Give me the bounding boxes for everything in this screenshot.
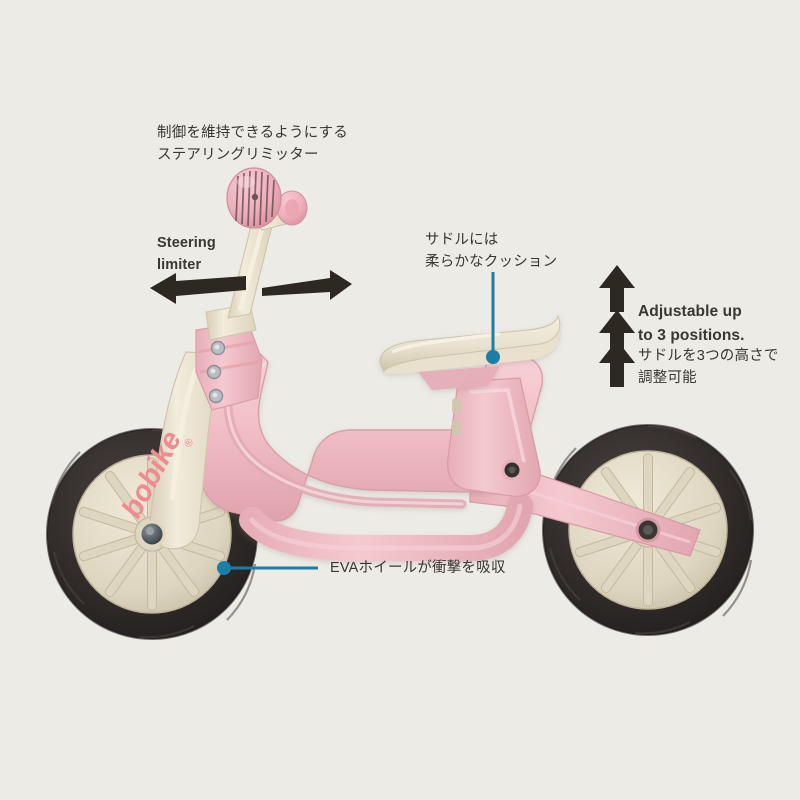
eva-wheel-jp-text: EVAホイールが衝撃を吸収 [330,557,506,579]
double-headed-horizontal-arrow-icon [150,270,352,304]
steering-limiter-jp-line2: ステアリングリミッター [157,147,319,164]
saddle-leader-line [486,272,500,364]
saddle-cushion-jp-text: サドルには柔らかなクッション [425,229,557,274]
saddle-cushion-jp-line2: 柔らかなクッション [425,254,558,271]
seat-adjust-jp-text: サドルを3つの高さで調整可能 [638,345,779,390]
steering-limiter-en-line1: Steering [157,235,216,251]
steering-limiter-jp-line1: 制御を維持できるようにする [157,125,348,141]
up-arrow-icon [599,310,635,357]
seat-adjust-arrows [599,265,635,387]
steering-limiter-jp-text: 制御を維持できるようにするステアリングリミッター [157,122,348,167]
saddle [379,314,561,390]
saddle-cushion-jp-line1: サドルには [425,232,499,248]
seat-adjust-en-text: Adjustable up to 3 positions. [638,300,745,348]
handlebar-grips [226,167,308,229]
up-arrow-icon [599,265,635,312]
seat-mast [447,377,541,497]
seat-adjust-en-line2: to 3 positions. [638,327,745,345]
seat-adjust-jp-line1: サドルを3つの高さで [638,348,779,364]
steering-limiter-en-line2: limiter [157,256,202,273]
steering-limiter-en-text: Steering limiter [157,233,216,277]
head-tube-and-fork [138,303,263,550]
seat-adjust-en-line1: Adjustable up [638,303,742,320]
seat-adjust-jp-line2: 調整可能 [638,370,697,387]
up-arrow-icon [599,340,635,387]
eva-wheel-leader-line [217,561,318,575]
eva-wheel-jp-line1: EVAホイールが衝撃を吸収 [330,560,506,576]
